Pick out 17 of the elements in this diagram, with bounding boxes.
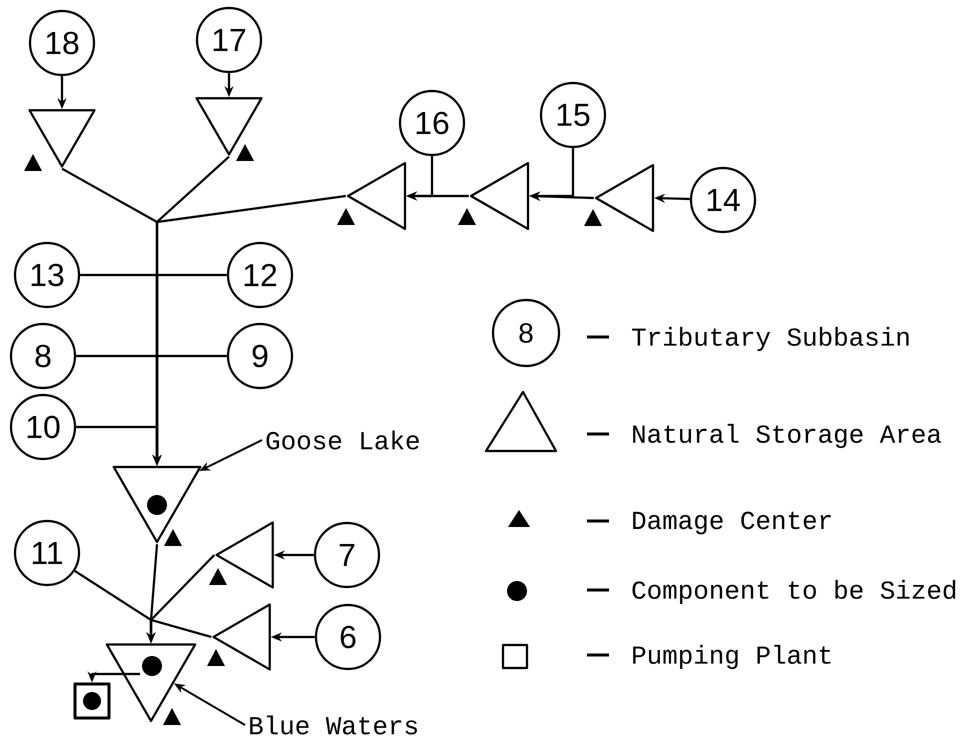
pumping-plant-box bbox=[74, 682, 110, 720]
legend-text: Natural Storage Area bbox=[633, 424, 942, 448]
storage-triangle bbox=[215, 521, 274, 589]
legend-text: Pumping Plant bbox=[633, 644, 830, 670]
storage-triangle bbox=[112, 466, 202, 544]
storage-triangle bbox=[106, 643, 196, 722]
place-name: Goose Lake bbox=[266, 430, 419, 450]
storage-triangle bbox=[346, 162, 406, 230]
storage-triangle bbox=[28, 109, 96, 168]
storage-triangle bbox=[212, 603, 271, 671]
storage-triangle bbox=[470, 162, 530, 230]
storage-triangle bbox=[195, 97, 263, 156]
storage-triangle bbox=[594, 164, 654, 232]
place-name: Blue Waters bbox=[250, 715, 417, 734]
legend-text: Tributary Subbasin bbox=[632, 326, 909, 352]
legend-text: Component to be Sized bbox=[632, 580, 956, 604]
legend-text: Damage Center bbox=[633, 512, 831, 534]
